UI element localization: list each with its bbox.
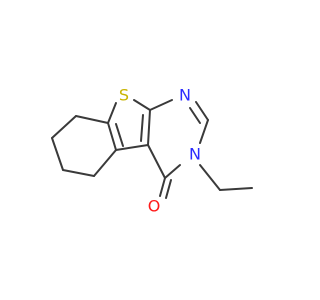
bond-n3-c4 [164,164,181,179]
bond-c9a-n1 [149,99,173,111]
bond-n3-ch2 [199,164,221,191]
bond-c4-o [159,177,166,197]
bond-n1-c2 [195,101,209,121]
bond-c8a-s [107,102,117,124]
bond-c4b-c8a-double [115,123,124,147]
bond-c2-n3 [199,119,209,144]
bond-c8a-c8 [75,115,109,124]
nitrogen-atom-label-top: N [179,86,191,105]
nitrogen-atom-label-ethyl: N [189,145,201,164]
bond-c9a-c4a [147,109,151,146]
bond-c4-o-double [165,179,172,199]
bond-c4b-c8a [107,122,117,151]
bond-n1-c2-double [189,107,201,124]
bond-ch2-ch3 [219,187,253,191]
bond-c5-c4b [93,149,117,177]
oxygen-atom-label: O [148,197,161,216]
bond-c4a-c4b [115,144,149,151]
bond-c9a-c4a-double [140,114,144,142]
bond-c6-c5 [62,169,95,177]
bond-s-c9a [133,99,151,111]
bond-c8-c7 [51,115,77,139]
structure-diagram: S N N O [51,86,253,216]
molecule-canvas: S N N O [51,85,253,216]
bond-c7-c6 [51,137,64,171]
bond-c4-c4a [147,144,166,179]
sulfur-atom-label: S [119,86,129,105]
